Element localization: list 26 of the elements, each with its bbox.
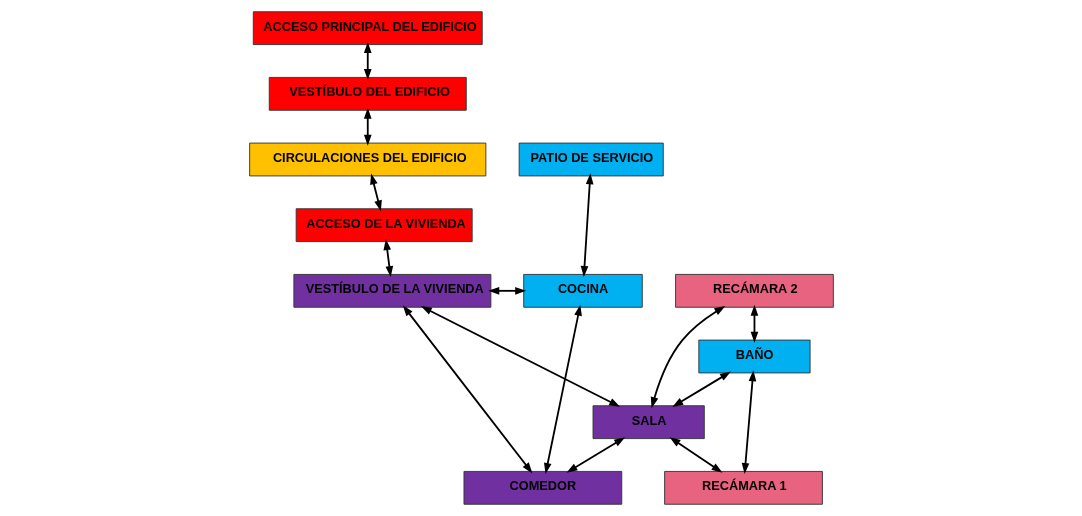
node-box: RECÁMARA 2 [674, 273, 834, 308]
arrow [487, 287, 526, 295]
node-box: RECÁMARA 1 [663, 470, 823, 505]
node-box: COCINA [522, 273, 643, 308]
node-box: BAÑO [697, 339, 811, 374]
node-box: ACCESO PRINCIPAL DEL EDIFICIO [252, 11, 483, 46]
node-box: PATIO DE SERVICIO [518, 142, 664, 177]
arrow [363, 107, 372, 146]
node-box: VESTÍBULO DE LA VIVIENDA [292, 273, 491, 308]
arrow [741, 370, 756, 474]
arrow [363, 42, 372, 81]
arrow [369, 173, 382, 212]
node-box: ACCESO DE LA VIVIENDA [295, 208, 473, 243]
node-box: COMEDOR [463, 470, 622, 505]
arrow [402, 305, 532, 474]
arrow [543, 304, 582, 474]
arrow [580, 173, 594, 277]
node-box: CIRCULACIONES DEL EDIFICIO [248, 142, 486, 177]
arrow [420, 306, 620, 407]
arrow [382, 239, 393, 278]
arrow [671, 371, 731, 407]
arrow [669, 437, 722, 473]
arrow [566, 437, 625, 473]
node-box: VESTÍBULO DEL EDIFICIO [268, 76, 467, 111]
node-box: SALA [592, 405, 705, 440]
arrow [650, 305, 725, 409]
